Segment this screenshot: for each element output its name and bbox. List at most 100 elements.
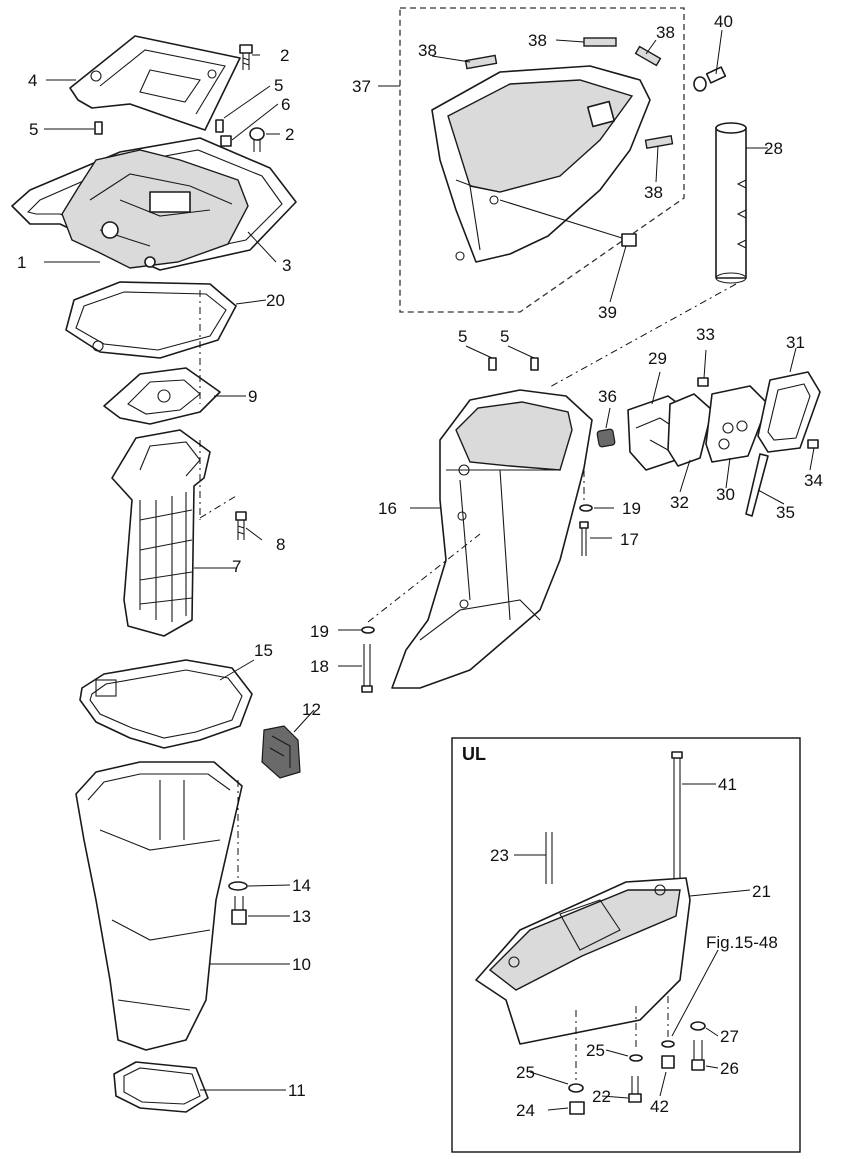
strip-part-38-b	[583, 37, 617, 47]
callout-31: 31	[786, 333, 805, 352]
callout-42: 42	[650, 1097, 669, 1116]
callout-38-a: 38	[418, 41, 437, 60]
nut-part-42	[661, 1055, 675, 1069]
extension-part-21	[475, 877, 691, 1045]
gasket-part-32	[667, 393, 713, 467]
bolt-washer-part-40	[693, 66, 727, 92]
callout-27: 27	[720, 1027, 739, 1046]
bolt-part-34	[807, 439, 819, 449]
gasket-frame-part-31	[757, 371, 821, 453]
callout-40: 40	[714, 12, 733, 31]
callout-2-upper: 2	[280, 46, 289, 65]
callout-35: 35	[776, 503, 795, 522]
mounting-plate-part-4	[69, 35, 241, 131]
callout-25-right: 25	[586, 1041, 605, 1060]
callout-23: 23	[490, 846, 509, 865]
callout-6: 6	[281, 95, 290, 114]
washer-part-14	[228, 881, 248, 891]
dowel-pin-part-5-left	[94, 121, 103, 135]
callout-18: 18	[310, 657, 329, 676]
bolt-part-26	[691, 1040, 705, 1071]
washer-part-25-right	[629, 1054, 643, 1062]
dowel-pin-part-5-casing-right	[530, 357, 539, 371]
callout-22: 22	[592, 1087, 611, 1106]
callout-19-right: 19	[622, 499, 641, 518]
callout-19-left: 19	[310, 622, 329, 641]
callout-30: 30	[716, 485, 735, 504]
callout-36: 36	[598, 387, 617, 406]
bolt-part-17	[579, 521, 589, 556]
washer-part-19-right	[579, 504, 593, 512]
callout-17: 17	[620, 530, 639, 549]
callout-13: 13	[292, 907, 311, 926]
bolt-part-13	[231, 896, 247, 925]
gasket-part-15	[79, 659, 253, 749]
callout-2-lower: 2	[285, 125, 294, 144]
water-pipe-part-28	[715, 122, 747, 284]
strip-part-38-d	[644, 134, 674, 150]
callout-16: 16	[378, 499, 397, 518]
strip-part-38-a	[464, 54, 498, 70]
callout-3: 3	[282, 256, 291, 275]
fig-reference: Fig.15-48	[706, 933, 778, 952]
washer-part-27	[690, 1021, 706, 1031]
callout-26: 26	[720, 1059, 739, 1078]
callout-24: 24	[516, 1101, 535, 1120]
bolt-part-33	[697, 377, 709, 387]
stud-part-41	[671, 751, 683, 880]
stud-part-23	[545, 832, 553, 884]
callout-4: 4	[28, 71, 37, 90]
washer-part-fig-ref	[661, 1040, 675, 1048]
exhaust-guide-part-7	[111, 429, 211, 637]
cover-plate-part-30	[705, 385, 769, 463]
callout-25-left: 25	[516, 1063, 535, 1082]
bolt-part-2-upper	[239, 44, 253, 70]
callout-20: 20	[266, 291, 285, 310]
callout-38-b: 38	[528, 31, 547, 50]
washer-part-25-left	[568, 1083, 584, 1093]
inset-title: UL	[462, 744, 486, 764]
apron-cover	[431, 65, 651, 263]
alignment-line-inset	[575, 996, 669, 1080]
plate-part-9	[103, 367, 221, 425]
bolt-part-39	[499, 199, 637, 247]
callout-28: 28	[764, 139, 783, 158]
callout-1: 1	[17, 253, 26, 272]
dowel-pin-part-5-casing-left	[488, 357, 497, 371]
nut-part-24	[569, 1101, 585, 1115]
callout-39: 39	[598, 303, 617, 322]
bolt-part-18	[361, 644, 373, 693]
callout-10: 10	[292, 955, 311, 974]
callout-15: 15	[254, 641, 273, 660]
strip-part-38-c	[634, 45, 662, 67]
callout-7: 7	[232, 557, 241, 576]
screw-part-2-right	[249, 127, 265, 152]
callout-38-d: 38	[644, 183, 663, 202]
bolt-part-22	[628, 1076, 642, 1103]
dowel-pin-part-5-upper	[215, 119, 224, 133]
washer-part-19-left	[361, 626, 375, 634]
gasket-part-11	[113, 1061, 209, 1113]
callout-41: 41	[718, 775, 737, 794]
callout-5-upper: 5	[274, 76, 283, 95]
upper-casing-part-1	[61, 149, 249, 269]
tube-part-35	[745, 453, 769, 517]
grommet-part-36	[596, 428, 616, 448]
callout-11: 11	[288, 1081, 306, 1100]
callout-14: 14	[292, 876, 311, 895]
rubber-mount-part-12	[261, 725, 301, 779]
callout-21: 21	[752, 882, 771, 901]
bolt-part-8	[235, 511, 247, 540]
callout-5-casing-left: 5	[458, 327, 467, 346]
leader-lines	[44, 29, 815, 1111]
callout-32: 32	[670, 493, 689, 512]
oil-pan-part-10	[75, 761, 243, 1051]
callout-5-left: 5	[29, 120, 38, 139]
callout-34: 34	[804, 471, 823, 490]
inset-box-ul	[451, 737, 801, 1153]
gasket-part-20	[65, 281, 237, 359]
callout-38-c: 38	[656, 23, 675, 42]
cover-group-box-part-37	[399, 7, 685, 313]
callout-37: 37	[352, 77, 371, 96]
